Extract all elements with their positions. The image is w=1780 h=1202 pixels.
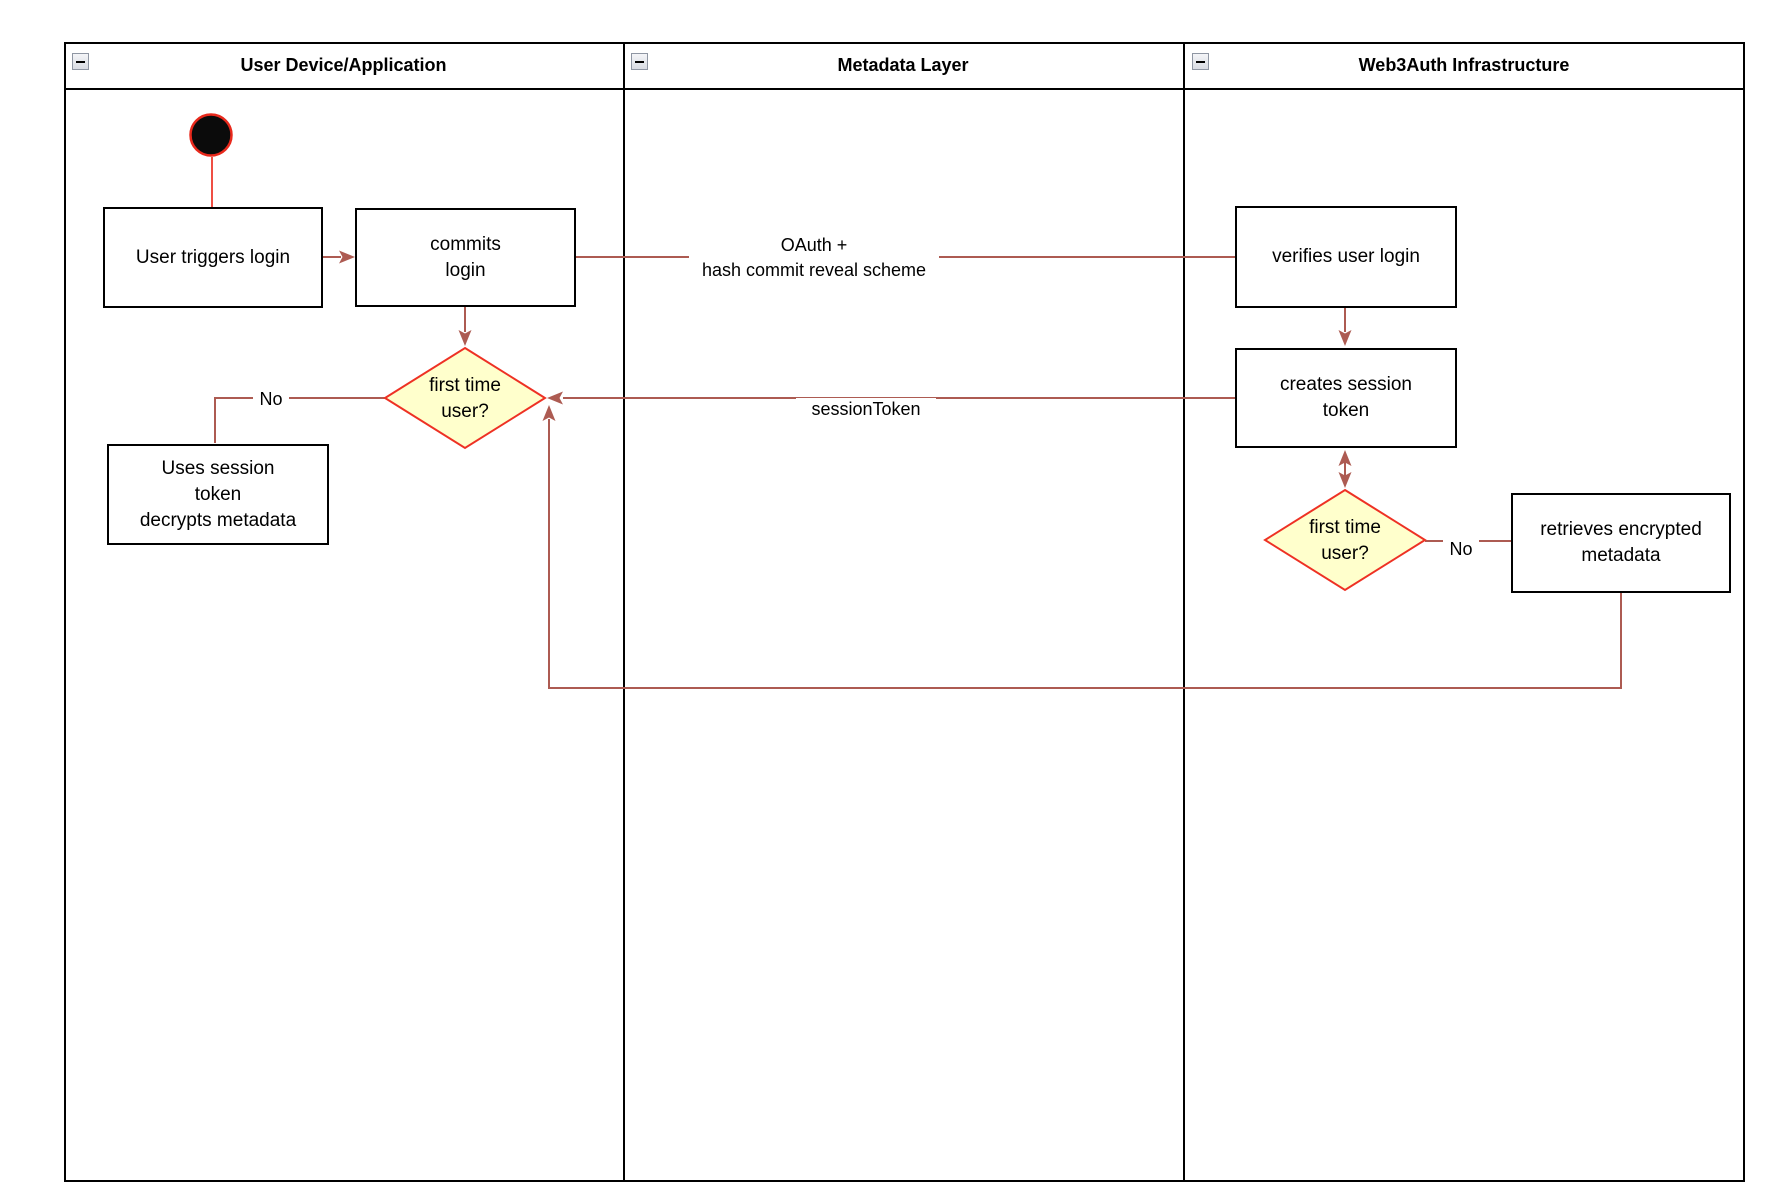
node-label: token <box>1322 400 1370 421</box>
decision-label-line: user? <box>441 401 489 422</box>
decision-label-left: first time user? <box>395 373 535 425</box>
activity-uses-session-token: Uses session token decrypts metadata <box>107 444 329 545</box>
edge-label-oauth: OAuth + hash commit reveal scheme <box>689 233 939 283</box>
edge-label-session-token: sessionToken <box>796 398 936 420</box>
collapse-button-web3auth[interactable] <box>1192 53 1209 70</box>
node-label: token <box>194 483 242 505</box>
edge-label-line: hash commit reveal scheme <box>701 260 927 280</box>
decision-label-line: first time <box>1309 517 1381 538</box>
lane-title-web3auth: Web3Auth Infrastructure <box>1358 55 1570 75</box>
decision-label-line: user? <box>1321 543 1369 564</box>
lane-divider-2 <box>1183 42 1185 1182</box>
node-label: login <box>445 259 486 281</box>
node-label: commits <box>430 233 501 255</box>
node-label: verifies user login <box>1272 246 1420 267</box>
lane-divider-1 <box>623 42 625 1182</box>
header-divider <box>64 88 1745 90</box>
minus-icon <box>1196 60 1205 63</box>
decision-label-line: first time <box>429 375 501 396</box>
node-label: retrieves encrypted <box>1540 519 1702 540</box>
activity-creates-session-token: creates session token <box>1235 348 1457 448</box>
node-label: Uses session <box>161 457 275 479</box>
edge-label-no-right: No <box>1443 538 1479 560</box>
node-label: User triggers login <box>135 246 291 268</box>
node-label: creates session <box>1279 374 1412 395</box>
edge-label-no-left: No <box>253 388 289 410</box>
activity-verifies-user-login: verifies user login <box>1235 206 1457 308</box>
lane-title-user-device: User Device/Application <box>240 55 447 75</box>
edge-label-line: OAuth + <box>780 235 848 255</box>
minus-icon <box>76 60 85 63</box>
lane-title-metadata-layer: Metadata Layer <box>837 55 969 75</box>
collapse-button-user-device[interactable] <box>72 53 89 70</box>
activity-commits-login: commits login <box>355 208 576 307</box>
activity-retrieves-encrypted-metadata: retrieves encrypted metadata <box>1511 493 1731 593</box>
decision-label-right: first time user? <box>1275 515 1415 567</box>
node-label: metadata <box>1581 545 1661 566</box>
node-label: decrypts metadata <box>139 509 297 531</box>
minus-icon <box>635 60 644 63</box>
collapse-button-metadata-layer[interactable] <box>631 53 648 70</box>
activity-user-triggers-login: User triggers login <box>103 207 323 308</box>
